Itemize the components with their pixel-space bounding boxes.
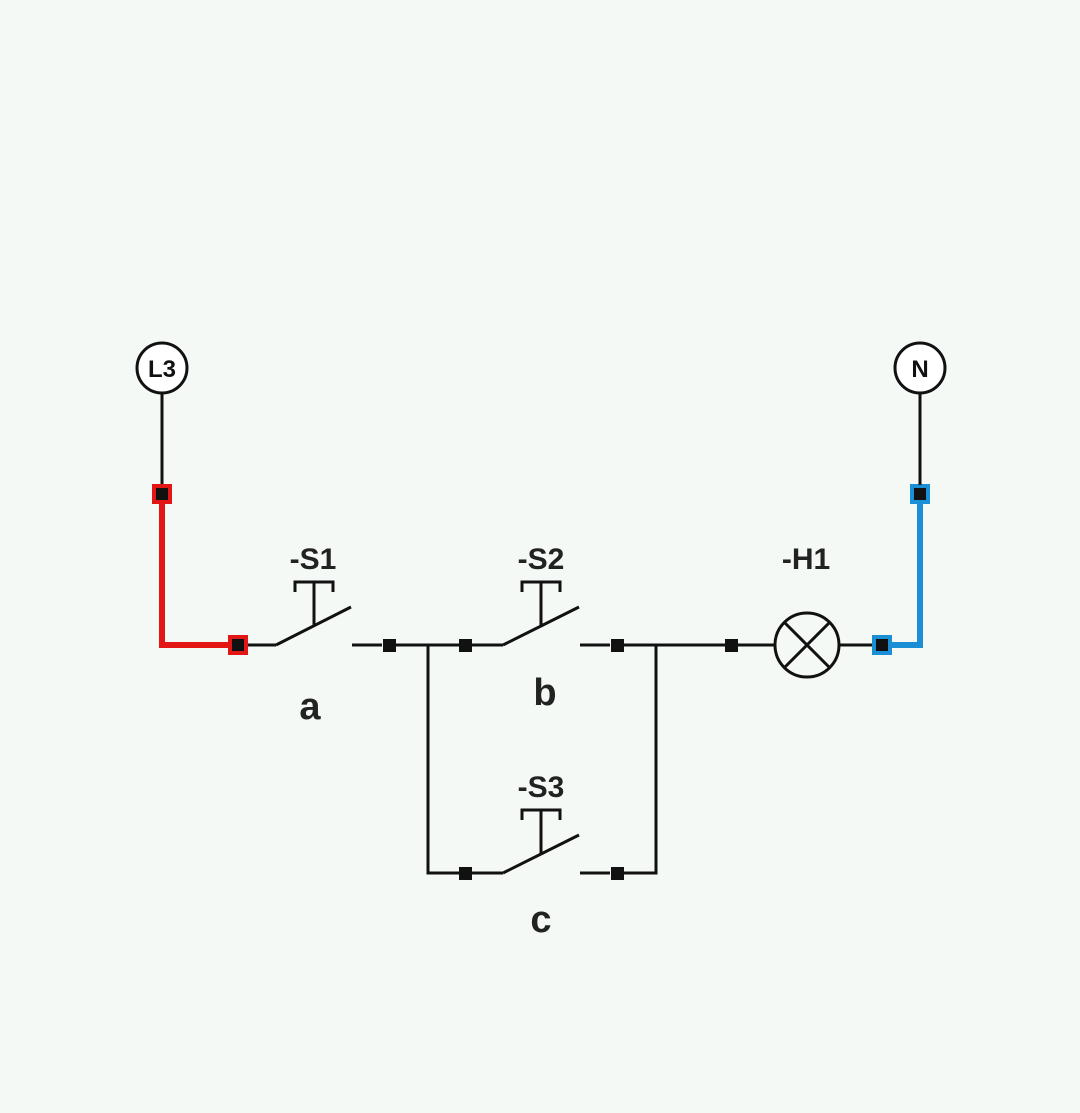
neutral-wire [882,494,923,648]
l3-terminal [156,488,168,500]
live-wire [159,494,238,648]
s1-output-terminal [383,639,396,652]
s2-input-terminal [459,639,472,652]
branch-right-rail [624,645,658,875]
n-label: N [911,356,928,383]
lamp-icon [773,611,841,679]
h1-output-terminal [876,639,888,651]
branch-left-rail [426,645,459,875]
n-terminal [914,488,926,500]
h1-input-terminal [725,639,738,652]
s2-letter: b [533,672,556,714]
switch-s1 [248,580,382,647]
l3-label: L3 [148,356,176,383]
n-node: N [893,341,947,395]
s1-letter: a [299,686,321,728]
s2-tag: -S2 [518,543,565,576]
switch-s2 [472,580,610,647]
switch-s3 [472,808,610,875]
s1-tag: -S1 [290,543,337,576]
s3-output-terminal [611,867,624,880]
l3-node: L3 [135,341,189,395]
s2-output-terminal [611,639,624,652]
h1-tag: -H1 [782,543,830,576]
s3-letter: c [530,899,551,941]
s3-tag: -S3 [518,771,565,804]
s1-input-terminal [232,639,244,651]
s3-input-terminal [459,867,472,880]
